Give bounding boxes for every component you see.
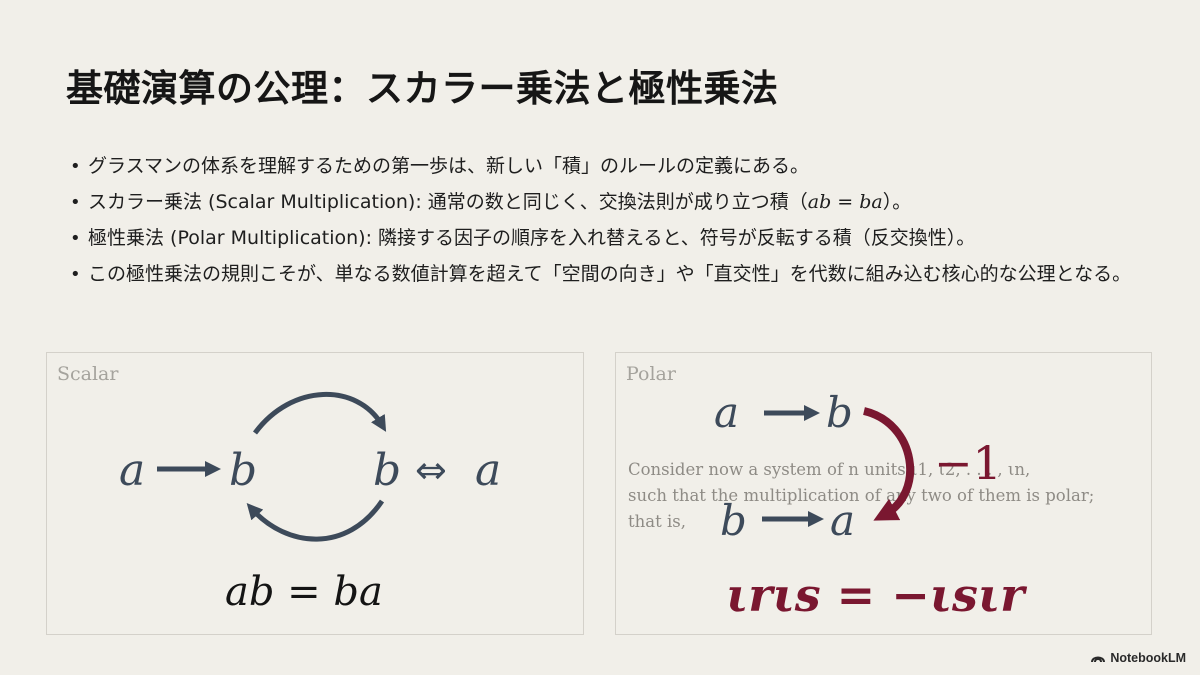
polar-top-b: b bbox=[826, 388, 853, 437]
bullet-suffix: ）。 bbox=[882, 191, 912, 213]
sign-flip-label: −1 bbox=[934, 436, 1002, 490]
polar-diagram: a b b a −1 ιrιs = −ιsιr bbox=[714, 388, 1028, 622]
polar-top-a: a bbox=[714, 388, 739, 437]
slide-title: 基礎演算の公理：スカラー乗法と極性乗法 bbox=[66, 66, 779, 110]
bullet-item: • この極性乗法の規則こそが、単なる数値計算を超えて「空間の向き」や「直交性」を… bbox=[70, 260, 1150, 289]
iff-symbol: ⇔ bbox=[415, 448, 447, 492]
bullet-text: スカラー乗法 (Scalar Multiplication): 通常の数と同じく… bbox=[88, 191, 808, 213]
polar-panel-label: Polar bbox=[626, 363, 676, 385]
scalar-diagram: a b b ⇔ a ab = ba bbox=[119, 392, 501, 615]
inline-math: ab = ba bbox=[807, 191, 883, 213]
bullet-list: • グラスマンの体系を理解するための第一歩は、新しい「積」のルールの定義にある。… bbox=[70, 152, 1150, 296]
bullet-dot: • bbox=[70, 156, 81, 177]
notebooklm-logo-icon bbox=[1091, 656, 1106, 663]
bullet-item: • 極性乗法 (Polar Multiplication): 隣接する因子の順序… bbox=[70, 224, 1150, 253]
swap-arrow bbox=[862, 407, 915, 521]
notebooklm-brand: NotebookLM bbox=[1091, 651, 1186, 665]
background-quote: Consider now a system of n units ι1, ι2,… bbox=[628, 457, 1148, 535]
quote-line: that is, bbox=[628, 512, 686, 531]
bullet-dot: • bbox=[70, 192, 81, 213]
polar-equation: ιrιs = −ιsιr bbox=[726, 568, 1028, 622]
scalar-panel-label: Scalar bbox=[57, 363, 119, 385]
bullet-text: グラスマンの体系を理解するための第一歩は、新しい「積」のルールの定義にある。 bbox=[88, 155, 810, 177]
bullet-text: この極性乗法の規則こそが、単なる数値計算を超えて「空間の向き」や「直交性」を代数… bbox=[88, 263, 1132, 285]
scalar-right-b: b bbox=[373, 445, 401, 496]
brand-label: NotebookLM bbox=[1110, 651, 1186, 665]
cycle-arrow-bottom bbox=[246, 499, 385, 542]
scalar-equation: ab = ba bbox=[225, 569, 383, 615]
bullet-dot: • bbox=[70, 228, 81, 249]
bullet-item: • グラスマンの体系を理解するための第一歩は、新しい「積」のルールの定義にある。 bbox=[70, 152, 1150, 181]
quote-line: Consider now a system of n units ι1, ι2,… bbox=[628, 460, 1031, 479]
scalar-left-b: b bbox=[229, 445, 257, 496]
scalar-left-a: a bbox=[119, 445, 145, 496]
polar-panel: Polar Consider now a system of n units ι… bbox=[615, 352, 1152, 635]
scalar-panel: Scalar a b b ⇔ a ab = ba bbox=[46, 352, 584, 635]
scalar-right-a: a bbox=[475, 445, 501, 496]
polar-bottom-b: b bbox=[720, 496, 747, 545]
bullet-text: 極性乗法 (Polar Multiplication): 隣接する因子の順序を入… bbox=[88, 227, 976, 249]
polar-bottom-a: a bbox=[830, 496, 855, 545]
bullet-dot: • bbox=[70, 264, 81, 285]
bullet-item: • スカラー乗法 (Scalar Multiplication): 通常の数と同… bbox=[70, 188, 1150, 217]
cycle-arrow-top bbox=[252, 392, 387, 435]
quote-line: such that the multiplication of any two … bbox=[628, 486, 1095, 505]
